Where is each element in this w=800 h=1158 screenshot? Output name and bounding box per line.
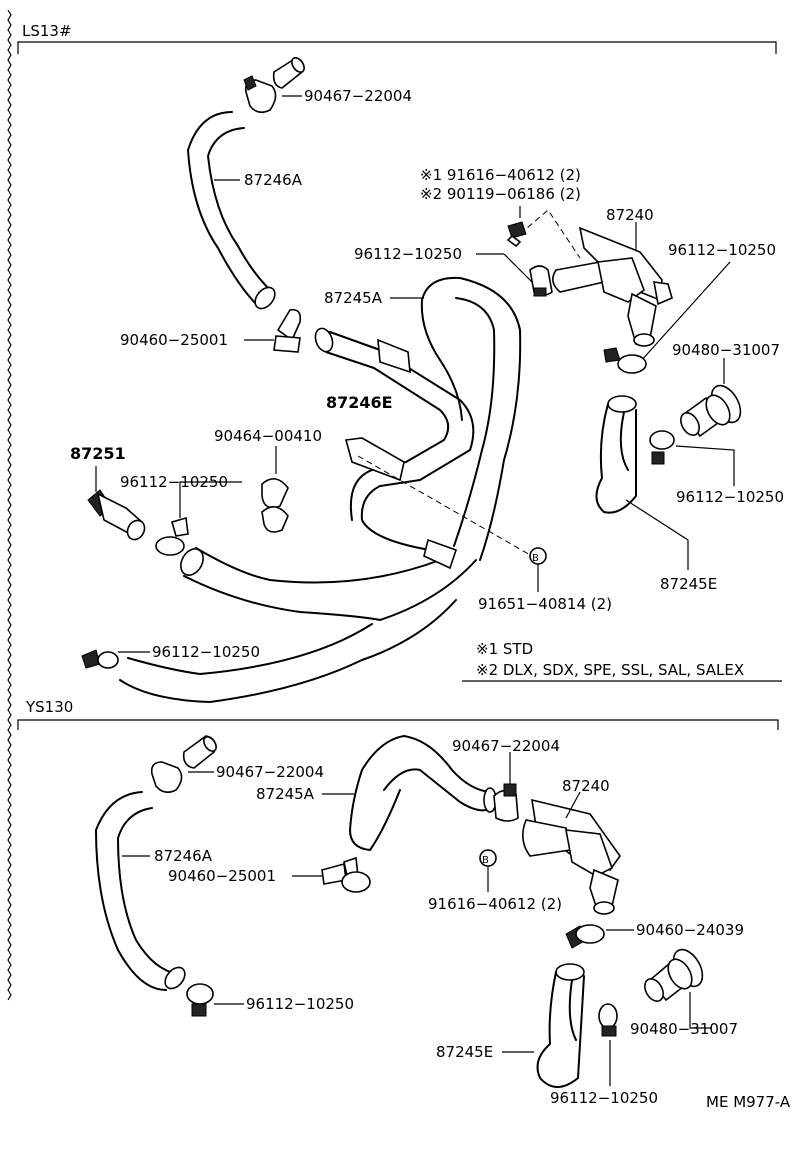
label-90467-bottom-a: 90467−22004: [216, 763, 324, 781]
label-96112-top-c: 96112−10250: [676, 488, 784, 506]
section-frame-bottom: [17, 719, 779, 730]
clamp-90460-24039: [565, 924, 605, 949]
clamp-96112-top-right: [649, 430, 675, 465]
hose-87246A-top: [187, 111, 276, 310]
label-90480-bottom: 90480−31007: [630, 1020, 738, 1038]
label-87240-bottom: 87240: [562, 777, 610, 795]
label-96112-top-b: 96112−10250: [668, 241, 776, 259]
label-87251-top: 87251: [70, 444, 126, 463]
bracket-pipe-top: [344, 437, 405, 482]
label-96112-top-e: 96112−10250: [152, 643, 260, 661]
label-87245A-top: 87245A: [324, 289, 383, 307]
clamp-96112-top-left: [155, 516, 189, 556]
note2-part: ※2 90119−06186 (2): [420, 185, 581, 203]
label-87240-top: 87240: [606, 206, 654, 224]
note1-part: ※1 91616−40612 (2): [420, 166, 581, 184]
label-90460-bottom-b: 90460−24039: [636, 921, 744, 939]
grommet-90480-top: [680, 384, 742, 438]
label-91651-top: 91651−40814 (2): [478, 595, 612, 613]
hose-87245A-top: [420, 276, 522, 561]
label-87245E-top: 87245E: [660, 575, 717, 593]
section-frame-top: [17, 41, 777, 54]
hose-87245E-top: [595, 395, 637, 514]
grommet-90480-bottom: [644, 948, 704, 1002]
sensor-87251-top: [87, 489, 146, 541]
section-label-top: LS13#: [22, 22, 72, 40]
label-90464-top: 90464−00410: [214, 427, 322, 445]
label-90467-bottom-b: 90467−22004: [452, 737, 560, 755]
clamp-90467-top: [243, 57, 305, 114]
clamp-90467-bottom-right: [493, 783, 519, 822]
clip-90464-top: [261, 478, 289, 533]
label-87246E-top: 87246E: [326, 393, 393, 412]
label-90460-bottom-a: 90460−25001: [168, 867, 276, 885]
legend-2: ※2 DLX, SDX, SPE, SSL, SAL, SALEX: [476, 661, 744, 679]
footer-code: ME M977-A: [706, 1093, 791, 1111]
marker-b-bottom-text: B: [482, 855, 489, 866]
label-91616-bottom: 91616−40612 (2): [428, 895, 562, 913]
label-96112-top-a: 96112−10250: [354, 245, 462, 263]
pipe-87246E-top: [314, 327, 475, 551]
clamp-small-top-right: [603, 347, 647, 374]
clamp-96112-bottom-right: [598, 1003, 618, 1037]
bolt-top: [506, 221, 527, 248]
clamp-90467-bottom-left: [150, 735, 217, 794]
clamp-90460-bottom: [321, 856, 371, 893]
water-outlet-87240-bottom: [522, 798, 621, 915]
label-87246A-top: 87246A: [244, 171, 303, 189]
hose-87246A-bottom: [95, 791, 186, 991]
label-96112-bottom-a: 96112−10250: [246, 995, 354, 1013]
marker-b-top-text: B: [532, 553, 539, 564]
label-90480-top: 90480−31007: [672, 341, 780, 359]
hose-87245A-bottom: [349, 735, 497, 851]
label-87245A-bottom: 87245A: [256, 785, 315, 803]
hose-87245E-bottom: [536, 963, 585, 1088]
legend-1: ※1 STD: [476, 640, 533, 658]
clamp-96112-bottom-left: [186, 983, 214, 1017]
label-87246A-bottom: 87246A: [154, 847, 213, 865]
torn-edge: [7, 9, 12, 1001]
label-87245E-bottom: 87245E: [436, 1043, 493, 1061]
clamp-90460-top: [273, 308, 302, 353]
label-96112-bottom-b: 96112−10250: [550, 1089, 658, 1107]
label-90467-top: 90467−22004: [304, 87, 412, 105]
label-90460-top: 90460−25001: [120, 331, 228, 349]
hose-network-top: [119, 538, 477, 703]
water-outlet-87240-top: [552, 226, 673, 347]
clamp-96112-top-bottom: [81, 649, 119, 669]
label-96112-top-d: 96112−10250: [120, 473, 228, 491]
clamp-96112-top-a: [529, 265, 553, 297]
section-label-bottom: YS130: [25, 698, 73, 716]
